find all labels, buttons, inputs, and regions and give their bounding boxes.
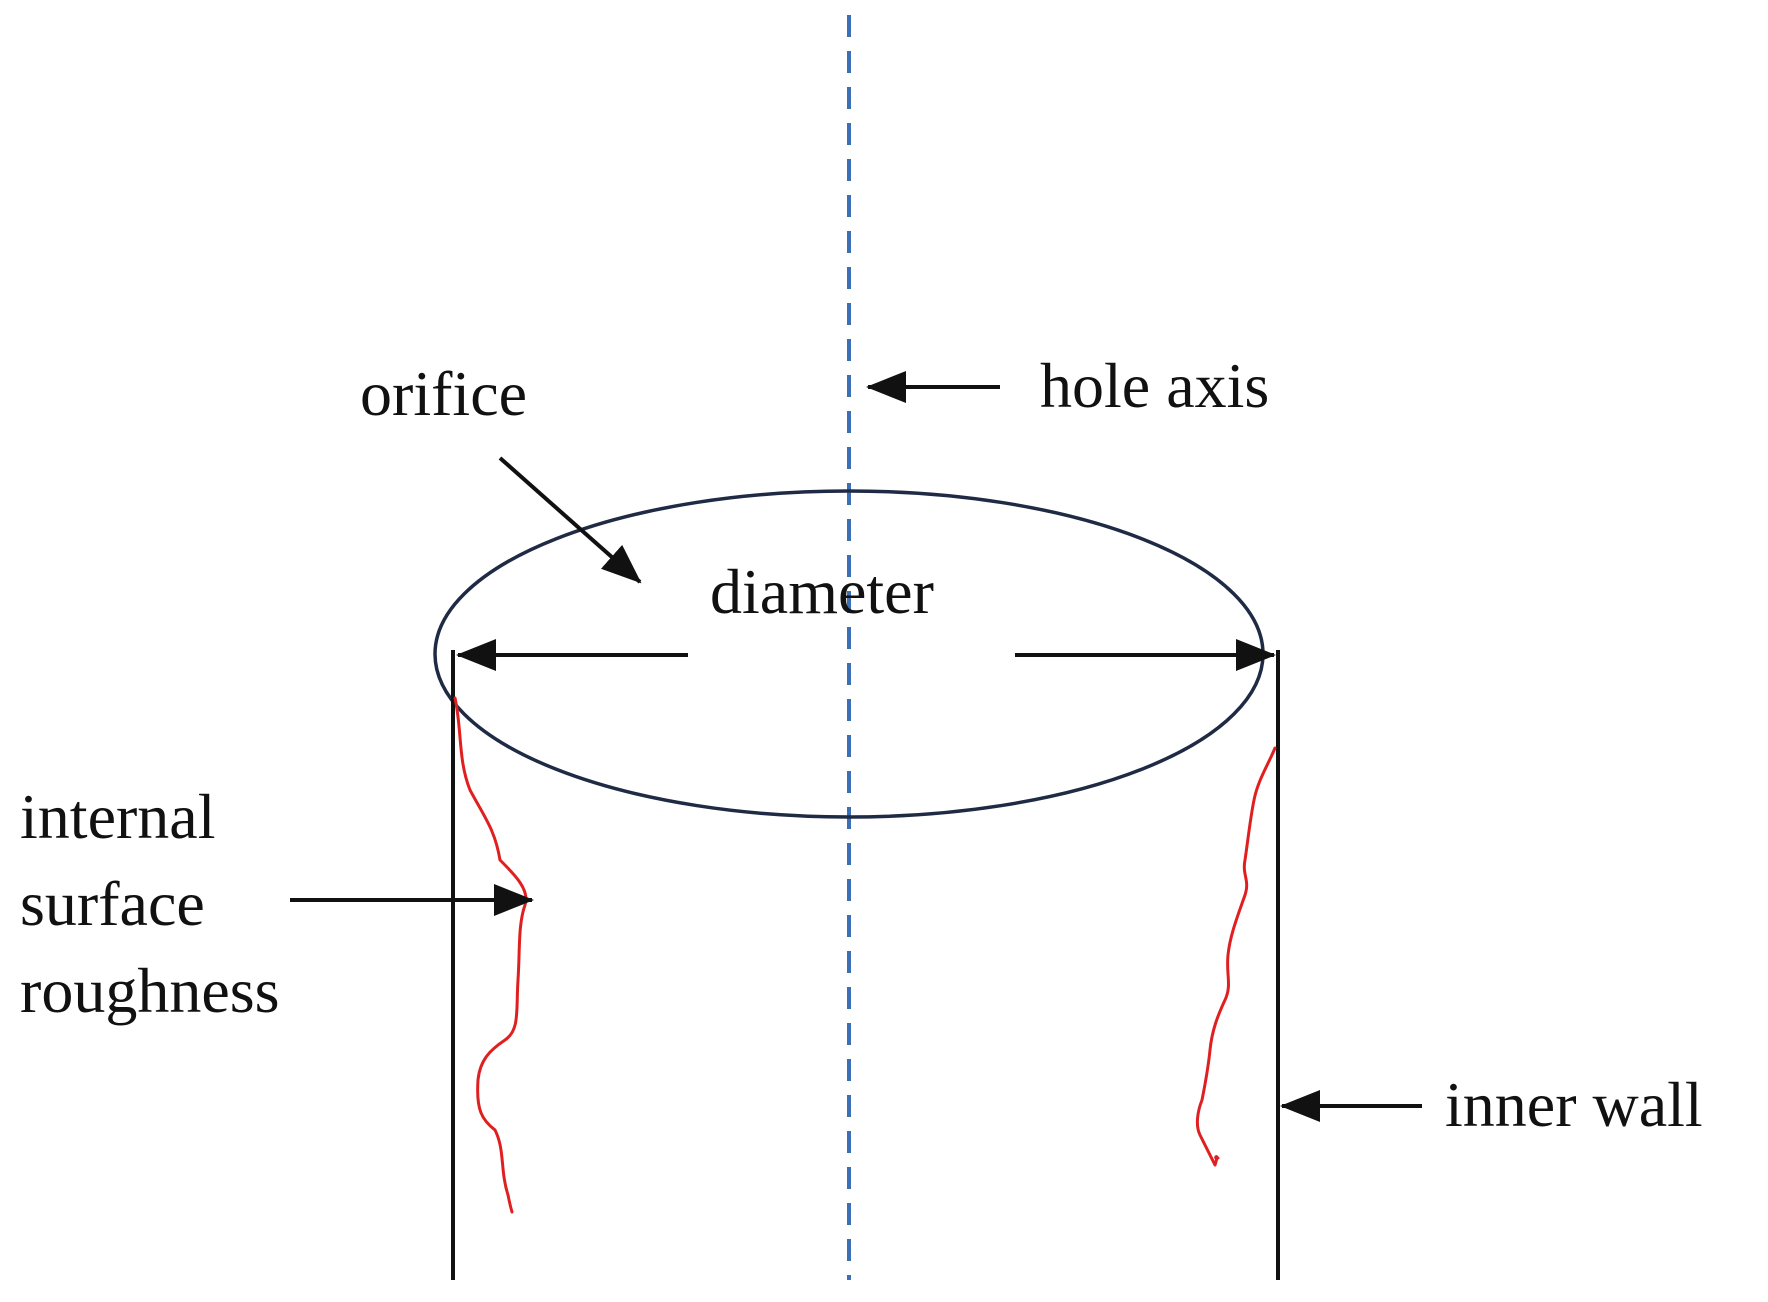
internal-label-line2: surface bbox=[20, 868, 205, 939]
left-roughness-profile bbox=[453, 696, 528, 1214]
diameter-label: diameter bbox=[710, 556, 934, 627]
orifice-arrow bbox=[498, 456, 642, 584]
internal-label-line3: roughness bbox=[20, 955, 280, 1026]
internal-label-line1: internal bbox=[20, 781, 215, 852]
right-roughness-profile bbox=[1195, 746, 1277, 1167]
hole-axis-label: hole axis bbox=[1040, 350, 1269, 421]
inner-wall-label: inner wall bbox=[1445, 1069, 1703, 1140]
orifice-label: orifice bbox=[360, 358, 527, 429]
